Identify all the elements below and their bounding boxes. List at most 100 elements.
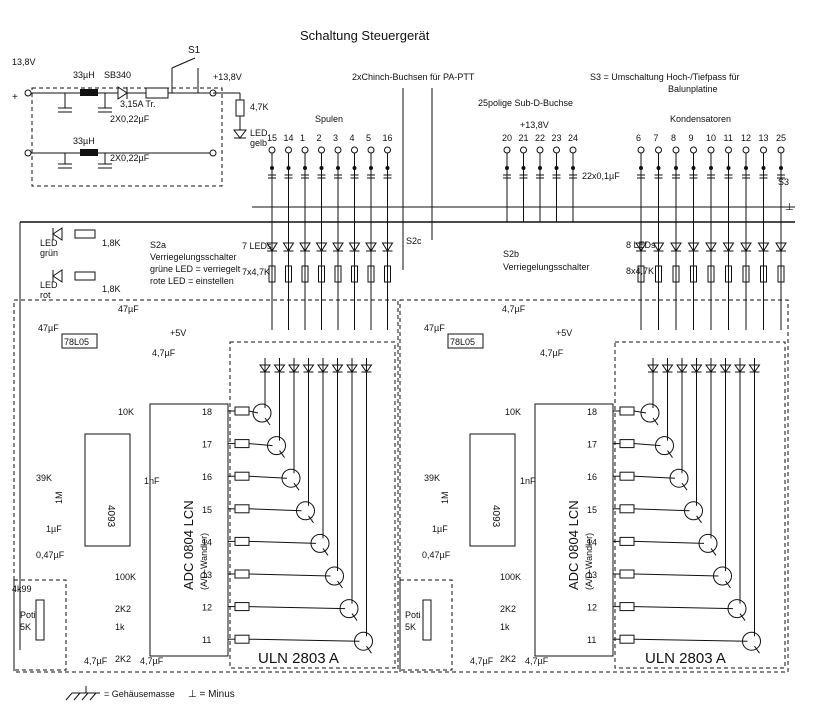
led-yellow-color-label: gelb — [250, 138, 267, 148]
coil-pin-label: 4 — [350, 133, 355, 143]
gate-4093-left — [84, 433, 131, 547]
adc-right-label: ADC 0804 LCN — [566, 500, 581, 590]
uln-left-label: ULN 2803 A — [258, 650, 339, 667]
capacitor-pin — [637, 146, 645, 154]
status-led — [299, 242, 311, 252]
diagram-title: Schaltung Steuergerät — [300, 28, 430, 43]
junction-dot — [554, 166, 559, 170]
gate-4093-right — [469, 433, 516, 547]
status-led — [652, 242, 665, 252]
decoupling-cap-label: 22x0,1µF — [582, 171, 620, 181]
capacitor-pin-label: 6 — [636, 133, 641, 143]
poti-left-box — [13, 579, 67, 671]
led-red-color: rot — [40, 290, 51, 300]
coil-pin — [334, 146, 342, 154]
led-resistor — [690, 265, 697, 283]
res-39k-right: 39K — [424, 473, 440, 483]
res-100k-left: 100K — [115, 572, 136, 582]
subd-rail-label: +13,8V — [520, 120, 549, 130]
res-39k-left: 39K — [36, 473, 52, 483]
flyback-diode — [748, 364, 761, 373]
status-led — [381, 242, 394, 252]
rail-5v-left: +5V — [170, 328, 186, 338]
junction-dot — [709, 166, 713, 170]
left-adc-pin: 16 — [202, 472, 212, 482]
junction-dot — [744, 166, 748, 170]
cap-4u7-left-c: 4,7µF — [140, 656, 164, 666]
flyback-diode — [719, 364, 732, 373]
adc-left-chip — [149, 403, 229, 657]
poti-right-label: Poti — [405, 610, 421, 620]
legend-minus: ⊥ = Minus — [188, 689, 235, 700]
led-red-resistor-label: 1,8K — [102, 284, 121, 294]
led-resistor — [285, 265, 292, 283]
coil-pin — [318, 146, 325, 154]
led-resistor — [725, 265, 732, 283]
junction-dot — [521, 166, 526, 170]
spulen-label: Spulen — [315, 114, 343, 124]
capacitor-pin — [725, 146, 732, 154]
cap-4u7-left: 4,7µF — [152, 348, 176, 358]
fuse — [145, 87, 169, 99]
capacitor-pin — [760, 146, 767, 154]
junction-dot — [319, 166, 324, 170]
left-adc-pin: 15 — [202, 505, 212, 515]
subd-pin-label: 23 — [552, 133, 562, 143]
led-resistor — [742, 265, 750, 283]
led-resistor-4k7 — [235, 99, 245, 117]
regulator-right — [447, 333, 484, 349]
led-yellow — [233, 129, 247, 139]
diode-sb340-label: SB340 — [104, 70, 131, 80]
choke-1-label: 33µH — [73, 70, 95, 80]
subd-pin-label: 20 — [502, 133, 512, 143]
right-adc-pin: 13 — [587, 570, 597, 580]
poti-left-value: 5K — [20, 622, 31, 632]
s3-note-label: S3 = Umschaltung Hoch-/Tiefpass für — [590, 72, 739, 82]
coil-pin-label: 3 — [333, 133, 338, 143]
status-led — [332, 242, 344, 252]
coil-pin-label: 14 — [284, 133, 294, 143]
switch-s2a-label: S2a — [150, 240, 166, 250]
left-adc-pin: 11 — [202, 635, 211, 645]
switch-s1-label: S1 — [188, 45, 201, 56]
capacitor-pin-label: 11 — [724, 133, 733, 143]
junction-dot — [385, 166, 390, 170]
status-led — [757, 242, 770, 252]
subd-pin-label: 24 — [568, 133, 578, 143]
gate-4093-right-label: 4093 — [490, 505, 501, 528]
cap-1n-left: 1nF — [144, 476, 160, 486]
choke-2 — [80, 149, 98, 156]
flyback-diode — [661, 364, 674, 373]
right-adc-pin: 16 — [587, 472, 597, 482]
res-10k-right: 10K — [505, 407, 521, 417]
cap-pair-2-label: 2X0,22µF — [110, 153, 150, 163]
subd-pin-label: 21 — [519, 133, 529, 143]
diode-sb340 — [117, 86, 128, 100]
coil-pin-label: 15 — [267, 133, 277, 143]
capacitor-pin-label: 8 — [671, 133, 676, 143]
status-led — [266, 242, 278, 252]
left-adc-pin: 17 — [202, 440, 212, 450]
capacitor-pin — [655, 146, 662, 154]
right-adc-pin: 14 — [587, 537, 597, 547]
capacitor-pin-label: 12 — [741, 133, 751, 143]
coil-pin — [351, 146, 358, 154]
poti-right — [422, 599, 432, 641]
led-green-text: LED — [40, 238, 58, 248]
gate-4093-left-label: 4093 — [105, 505, 116, 528]
regulator-left-label: 78L05 — [64, 337, 89, 347]
subd-pin — [520, 146, 527, 154]
rail-5v-right: +5V — [556, 328, 572, 338]
cap-4u7-right-b: 4,7µF — [470, 656, 494, 666]
capacitor-pin-label: 13 — [759, 133, 769, 143]
subd-pin — [536, 146, 544, 154]
coil-pin — [384, 146, 391, 154]
capacitor-pin — [690, 146, 697, 154]
res-1m-right: 1M — [440, 491, 450, 504]
res-2k2-right-b: 2K2 — [500, 654, 516, 664]
adc-right-chip — [534, 403, 614, 657]
green-led-note: grüne LED = verriegelt — [150, 264, 241, 274]
